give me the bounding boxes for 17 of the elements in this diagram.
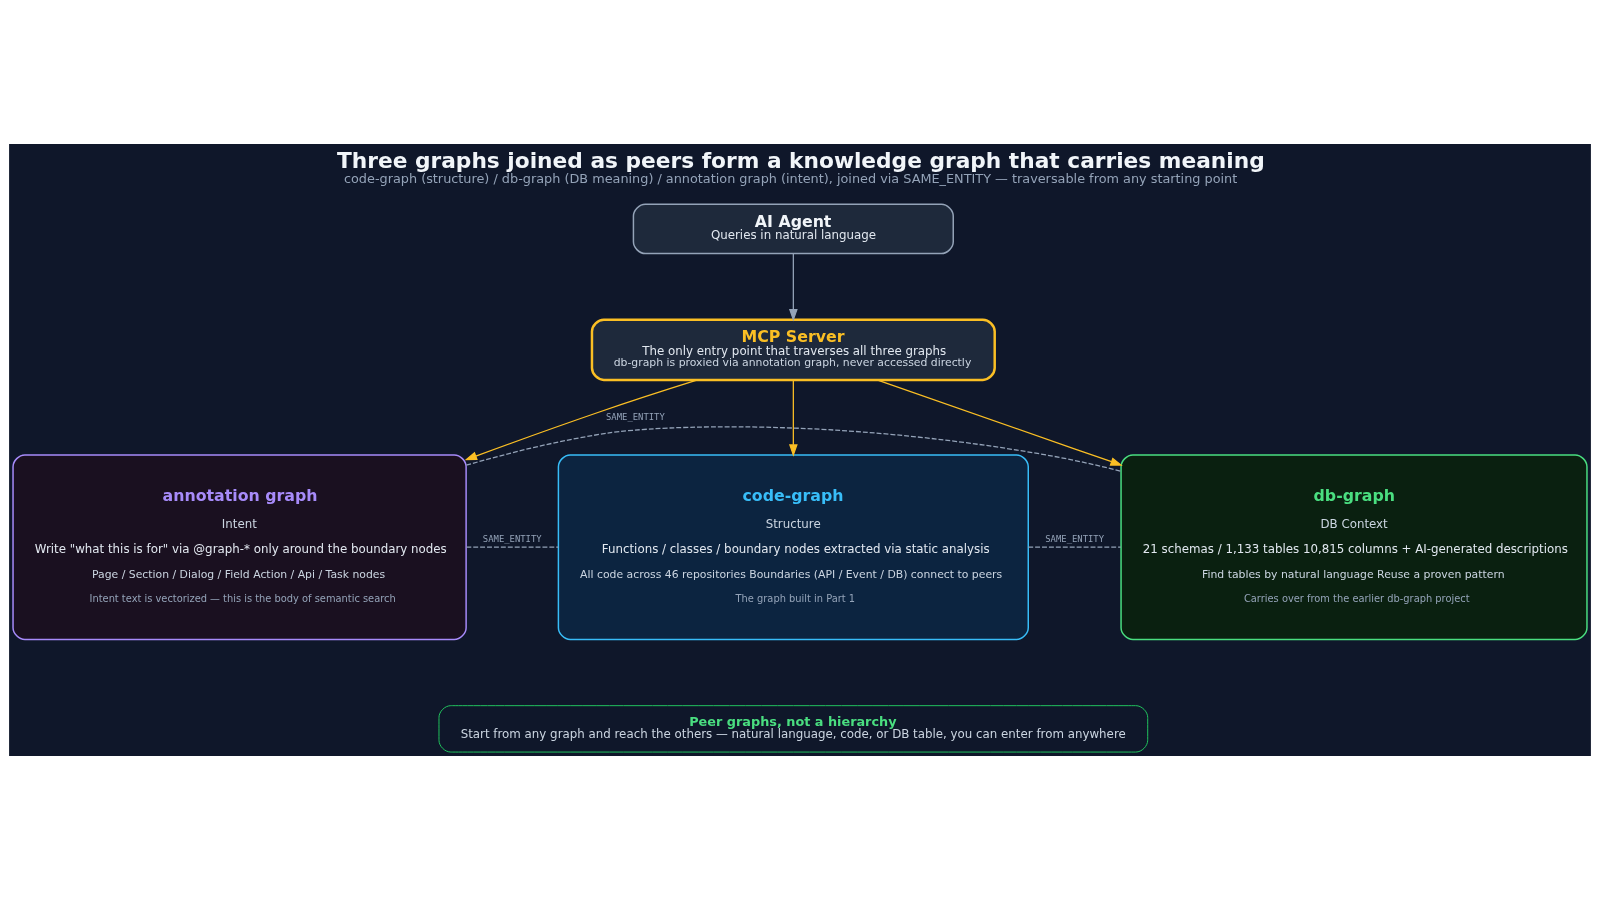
arrow bbox=[788, 253, 798, 322]
connector bbox=[465, 426, 1122, 472]
edge-label: SAME_ENTITY bbox=[1045, 533, 1105, 544]
arrow bbox=[876, 379, 1123, 466]
connector bbox=[465, 546, 559, 548]
edge-label: SAME_ENTITY bbox=[482, 533, 542, 544]
node-box: db-graph DB Context 21 schemas / 1,133 tables 10,815 columns + AI-generated descriptions Find tables by natural language Reuse a proven pattern Carries over from the earlier db-graph project bbox=[1120, 454, 1588, 641]
node-box: AI Agent Queries in natural language bbox=[632, 203, 954, 255]
node-box: code-graph Structure Functions / classes / boundary nodes extracted via static analysis All code across 46 repositories Boundaries (API / Event / DB) connect to peers The graph built in Part 1 bbox=[557, 454, 1029, 641]
node-box: Peer graphs, not a hierarchy Start from any graph and reach the others — natural language, code, or DB table, you can enter from anywhere bbox=[438, 705, 1149, 753]
node-box: MCP Server The only entry point that traverses all three graphs db-graph is proxied via annotation graph, never accessed directly bbox=[590, 318, 996, 382]
arrow bbox=[788, 379, 798, 457]
edge-label: SAME_ENTITY bbox=[606, 411, 665, 422]
diagram-title: Three graphs joined as peers form a knowledge graph that carries meaning bbox=[337, 148, 1265, 174]
arrow bbox=[464, 379, 699, 461]
connector bbox=[1027, 546, 1122, 548]
node-box: annotation graph Intent Write "what this is for" via @graph-* only around the boundary nodes Page / Section / Dialog / Field Action / Api / Task nodes Intent text is vectorized — this is the body of semantic search bbox=[12, 454, 467, 641]
